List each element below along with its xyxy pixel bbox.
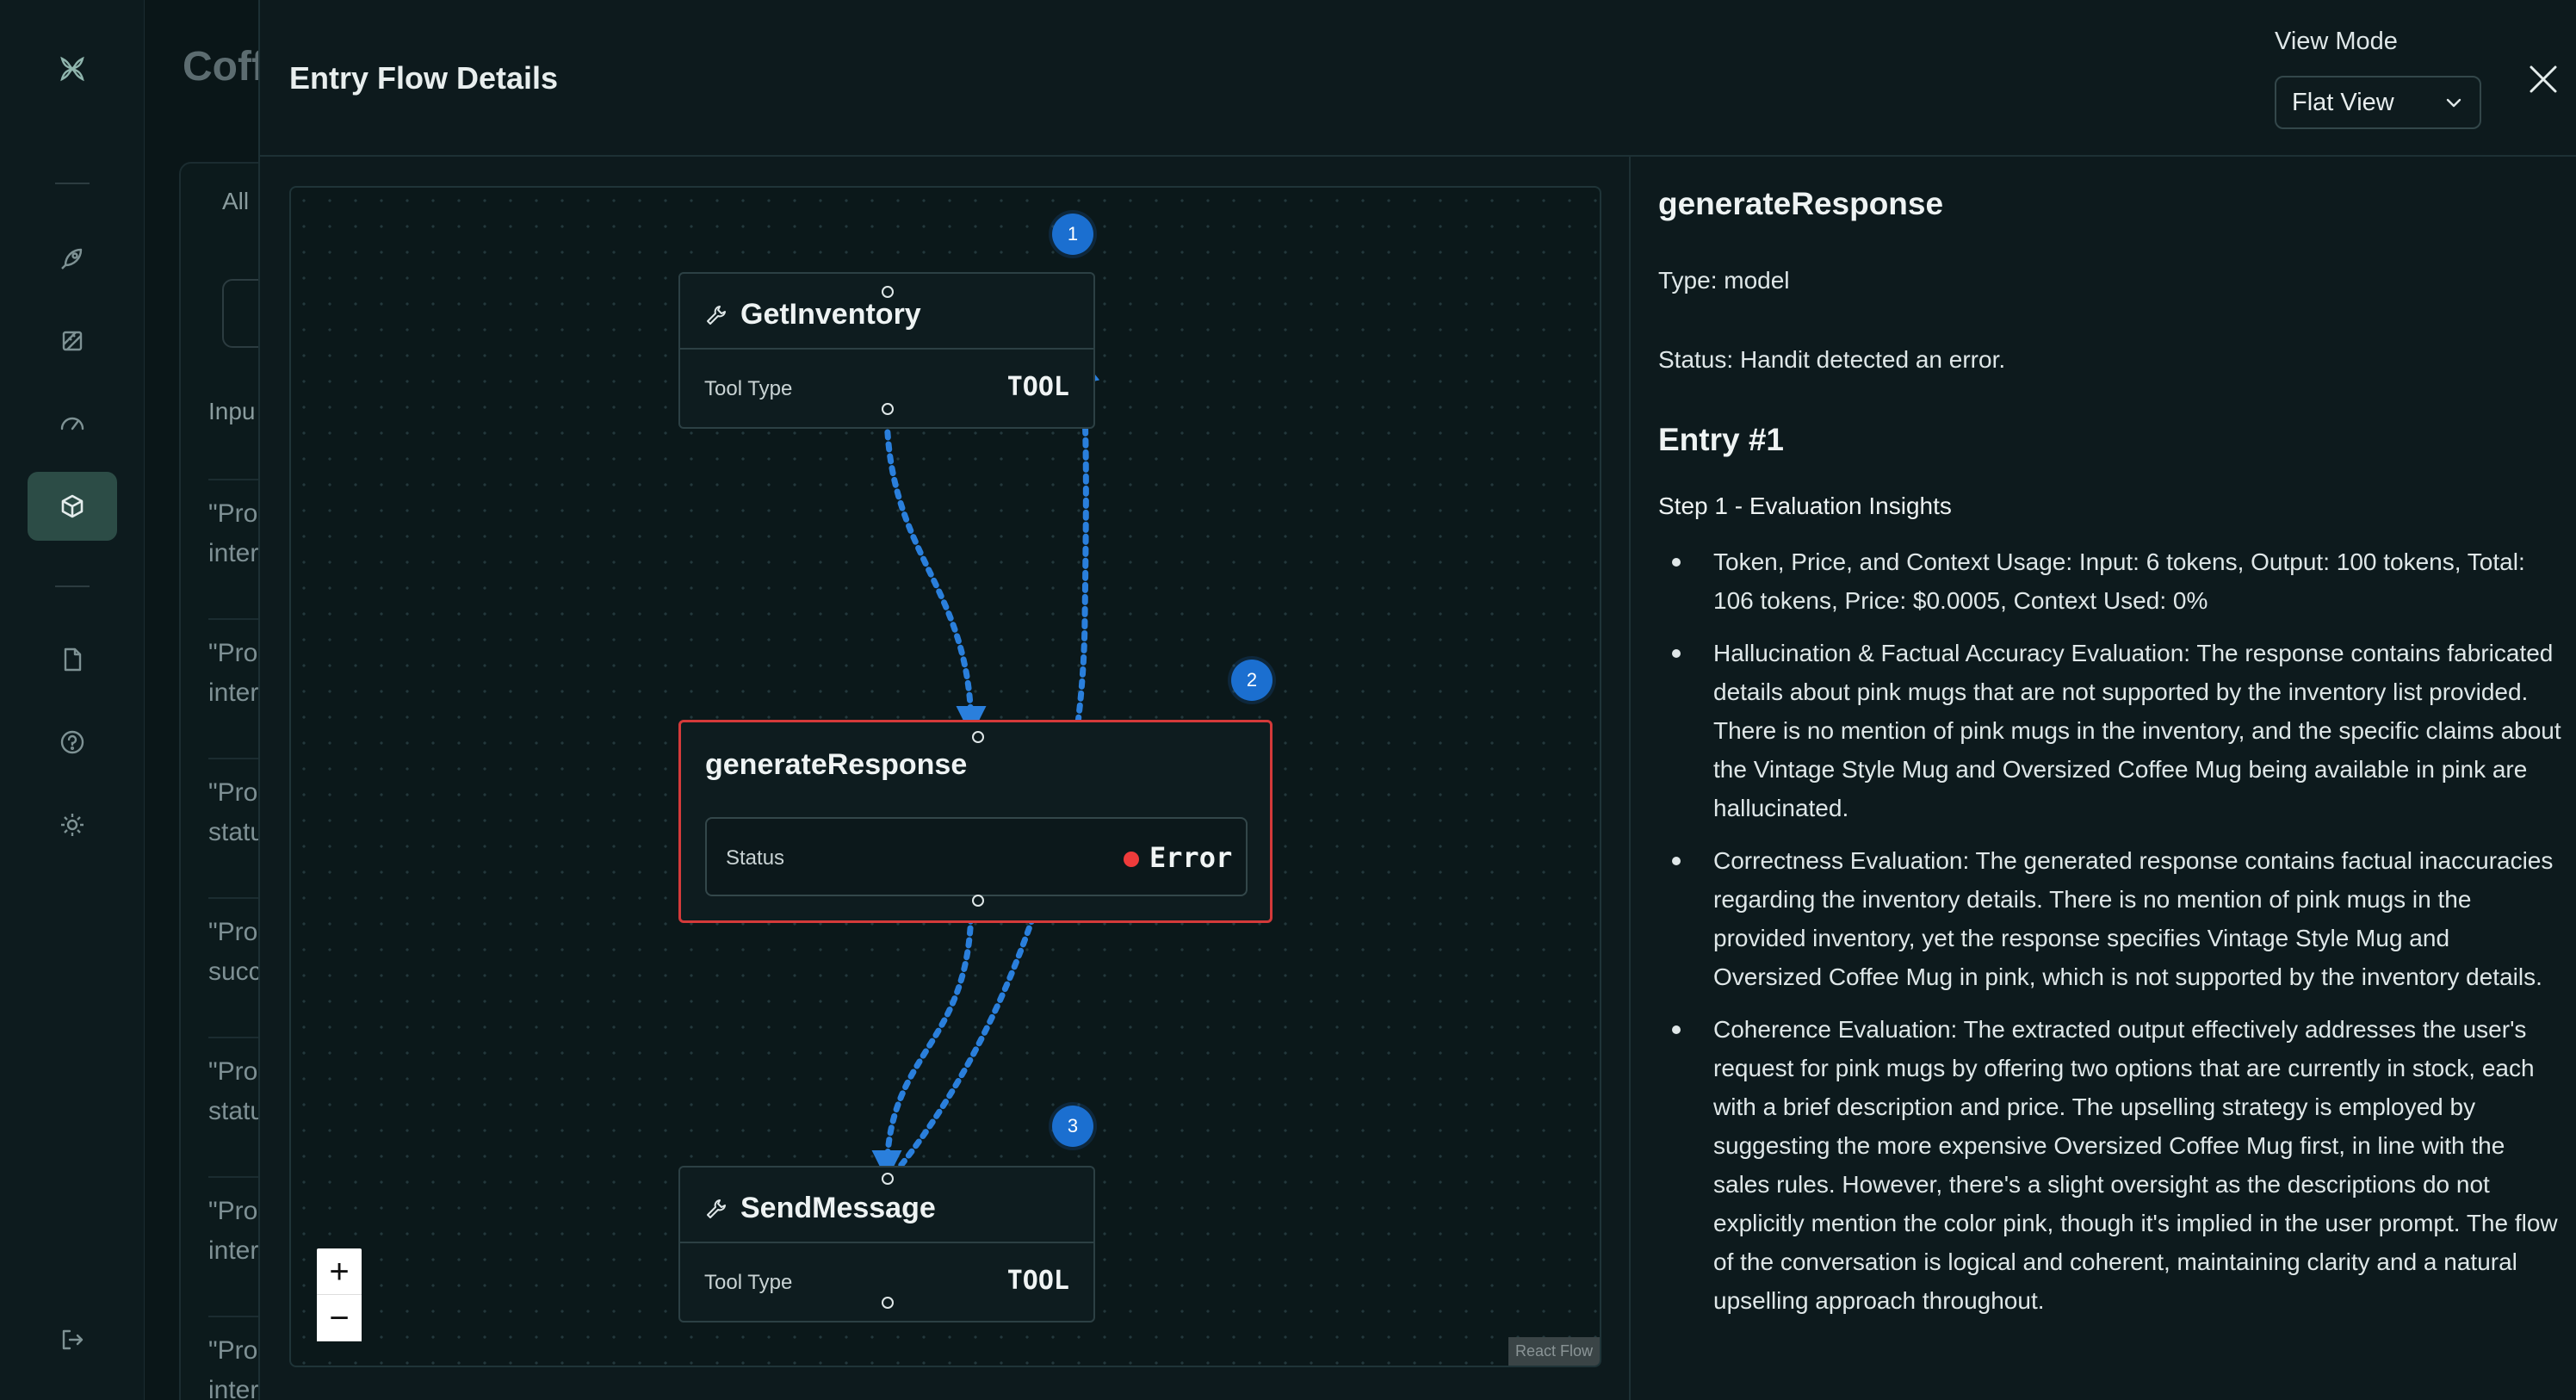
node-title: SendMessage	[740, 1192, 936, 1224]
sidebar-divider	[55, 183, 90, 184]
node-getinventory[interactable]: GetInventory Tool Type TOOL	[678, 272, 1095, 429]
detail-type: Type: model	[1658, 267, 1790, 294]
node-output-handle[interactable]	[972, 895, 984, 907]
list-item: Coherence Evaluation: The extracted outp…	[1658, 1010, 2562, 1320]
sidebar-divider	[55, 585, 90, 587]
status-label: Status	[726, 846, 785, 870]
node-divider	[680, 1242, 1093, 1243]
zoom-out-button[interactable]: −	[317, 1295, 362, 1341]
node-title: generateResponse	[705, 748, 968, 781]
logo-icon[interactable]	[28, 34, 117, 103]
list-item: Token, Price, and Context Usage: Input: …	[1658, 542, 2562, 620]
insights-list: Token, Price, and Context Usage: Input: …	[1658, 542, 2562, 1334]
node-divider	[680, 348, 1093, 350]
tool-type-value: TOOL	[1006, 1266, 1069, 1296]
edge-generateresponse-to-sendmessage	[871, 901, 975, 1180]
flow-canvas[interactable]: 1 2 3 GetInventory Tool Type TOOL genera…	[289, 186, 1601, 1367]
bullet-icon	[1672, 857, 1681, 865]
zoom-in-button[interactable]: +	[317, 1248, 362, 1295]
gear-icon[interactable]	[28, 790, 117, 859]
tool-type-label: Tool Type	[704, 377, 793, 400]
node-output-handle[interactable]	[882, 403, 894, 415]
step-heading: Step 1 - Evaluation Insights	[1658, 492, 1952, 519]
app-sidebar	[0, 0, 145, 1400]
close-icon	[2530, 65, 2557, 93]
bullet-icon	[1672, 1025, 1681, 1034]
node-generateresponse[interactable]: generateResponse Status Error	[678, 720, 1273, 923]
logout-icon[interactable]	[28, 1305, 117, 1374]
detail-title: generateResponse	[1658, 186, 1944, 221]
modal-header: Entry Flow Details View Mode Flat View	[260, 0, 2576, 157]
node-sendmessage[interactable]: SendMessage Tool Type TOOL	[678, 1166, 1095, 1323]
entry-heading: Entry #1	[1658, 422, 1785, 457]
panel-divider	[1629, 157, 1631, 1400]
status-value: Error	[1149, 841, 1233, 874]
bullet-icon	[1672, 558, 1681, 567]
error-dot-icon	[1124, 852, 1139, 867]
modal-title: Entry Flow Details	[289, 60, 559, 96]
node-output-handle[interactable]	[882, 1297, 894, 1309]
file-icon[interactable]	[28, 625, 117, 694]
node-input-handle[interactable]	[882, 286, 894, 298]
list-item: Hallucination & Factual Accuracy Evaluat…	[1658, 634, 2562, 827]
step-badge: 1	[1052, 214, 1093, 255]
zoom-controls: + −	[317, 1248, 362, 1341]
react-flow-attribution[interactable]: React Flow	[1508, 1337, 1600, 1366]
rocket-icon[interactable]	[28, 224, 117, 293]
insight-text: Hallucination & Factual Accuracy Evaluat…	[1713, 640, 2561, 821]
node-input-handle[interactable]	[882, 1173, 894, 1185]
view-mode-value: Flat View	[2292, 88, 2394, 116]
step-badge: 2	[1231, 660, 1273, 701]
tool-type-value: TOOL	[1006, 372, 1069, 402]
node-input-handle[interactable]	[972, 731, 984, 743]
status-box: Status Error	[705, 817, 1248, 896]
view-mode-select[interactable]: Flat View	[2275, 76, 2481, 129]
detail-status: Status: Handit detected an error.	[1658, 346, 2006, 373]
insight-text: Coherence Evaluation: The extracted outp…	[1713, 1016, 2558, 1314]
node-title: GetInventory	[740, 298, 921, 331]
insight-text: Token, Price, and Context Usage: Input: …	[1713, 548, 2525, 614]
bullet-icon	[1672, 649, 1681, 658]
edge-getinventory-to-generateresponse	[883, 405, 987, 736]
cube-icon[interactable]	[28, 472, 117, 541]
wrench-icon	[707, 1199, 726, 1218]
close-button[interactable]	[2524, 60, 2562, 98]
detail-panel: generateResponse Type: model Status: Han…	[1658, 157, 2562, 1400]
wrench-icon	[707, 305, 726, 325]
entry-flow-modal: Entry Flow Details View Mode Flat View	[258, 0, 2576, 1400]
help-icon[interactable]	[28, 708, 117, 777]
tab-all[interactable]: All	[222, 188, 250, 214]
step-badge: 3	[1052, 1106, 1093, 1147]
ruler-icon[interactable]	[28, 307, 117, 375]
chevron-down-icon	[2446, 98, 2461, 108]
insight-text: Correctness Evaluation: The generated re…	[1713, 847, 2554, 990]
tool-type-label: Tool Type	[704, 1271, 793, 1294]
view-mode-label: View Mode	[2275, 28, 2398, 55]
page-title: Coff	[183, 44, 265, 90]
gauge-icon[interactable]	[28, 389, 117, 458]
list-item: Correctness Evaluation: The generated re…	[1658, 841, 2562, 996]
column-header-input: Inpu	[208, 398, 256, 424]
